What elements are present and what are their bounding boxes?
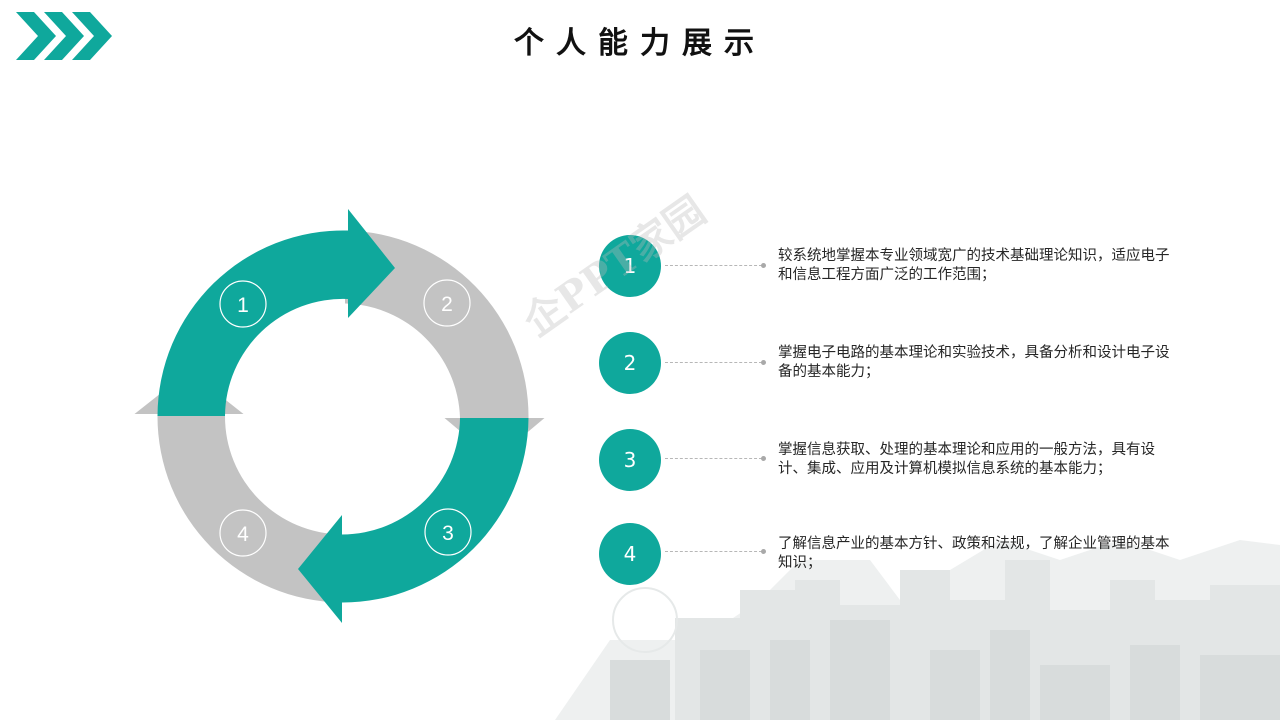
item-text-4: 了解信息产业的基本方针、政策和法规，了解企业管理的基本知识； — [778, 536, 1170, 571]
item-dot-1 — [761, 263, 766, 268]
item-text-2: 掌握电子电路的基本理论和实验技术，具备分析和设计电子设备的基本能力； — [778, 345, 1170, 380]
item-connector-4 — [665, 551, 762, 552]
chevrons-right-icon — [16, 12, 112, 60]
item-number-4: 4 — [599, 523, 661, 585]
page-title: 个人能力展示 — [514, 26, 766, 61]
item-text-3: 掌握信息获取、处理的基本理论和应用的一般方法，具有设计、集成、应用及计算机模拟信… — [778, 442, 1155, 477]
item-text-1: 较系统地掌握本专业领域宽广的技术基础理论知识，适应电子和信息工程方面广泛的工作范… — [778, 248, 1170, 283]
item-connector-2 — [665, 362, 762, 363]
item-connector-3 — [665, 458, 762, 459]
item-connector-1 — [665, 265, 762, 266]
item-number-1: 1 — [599, 235, 661, 297]
item-dot-2 — [761, 360, 766, 365]
item-number-2: 2 — [599, 332, 661, 394]
item-dot-3 — [761, 456, 766, 461]
item-dot-4 — [761, 549, 766, 554]
item-number-3: 3 — [599, 429, 661, 491]
